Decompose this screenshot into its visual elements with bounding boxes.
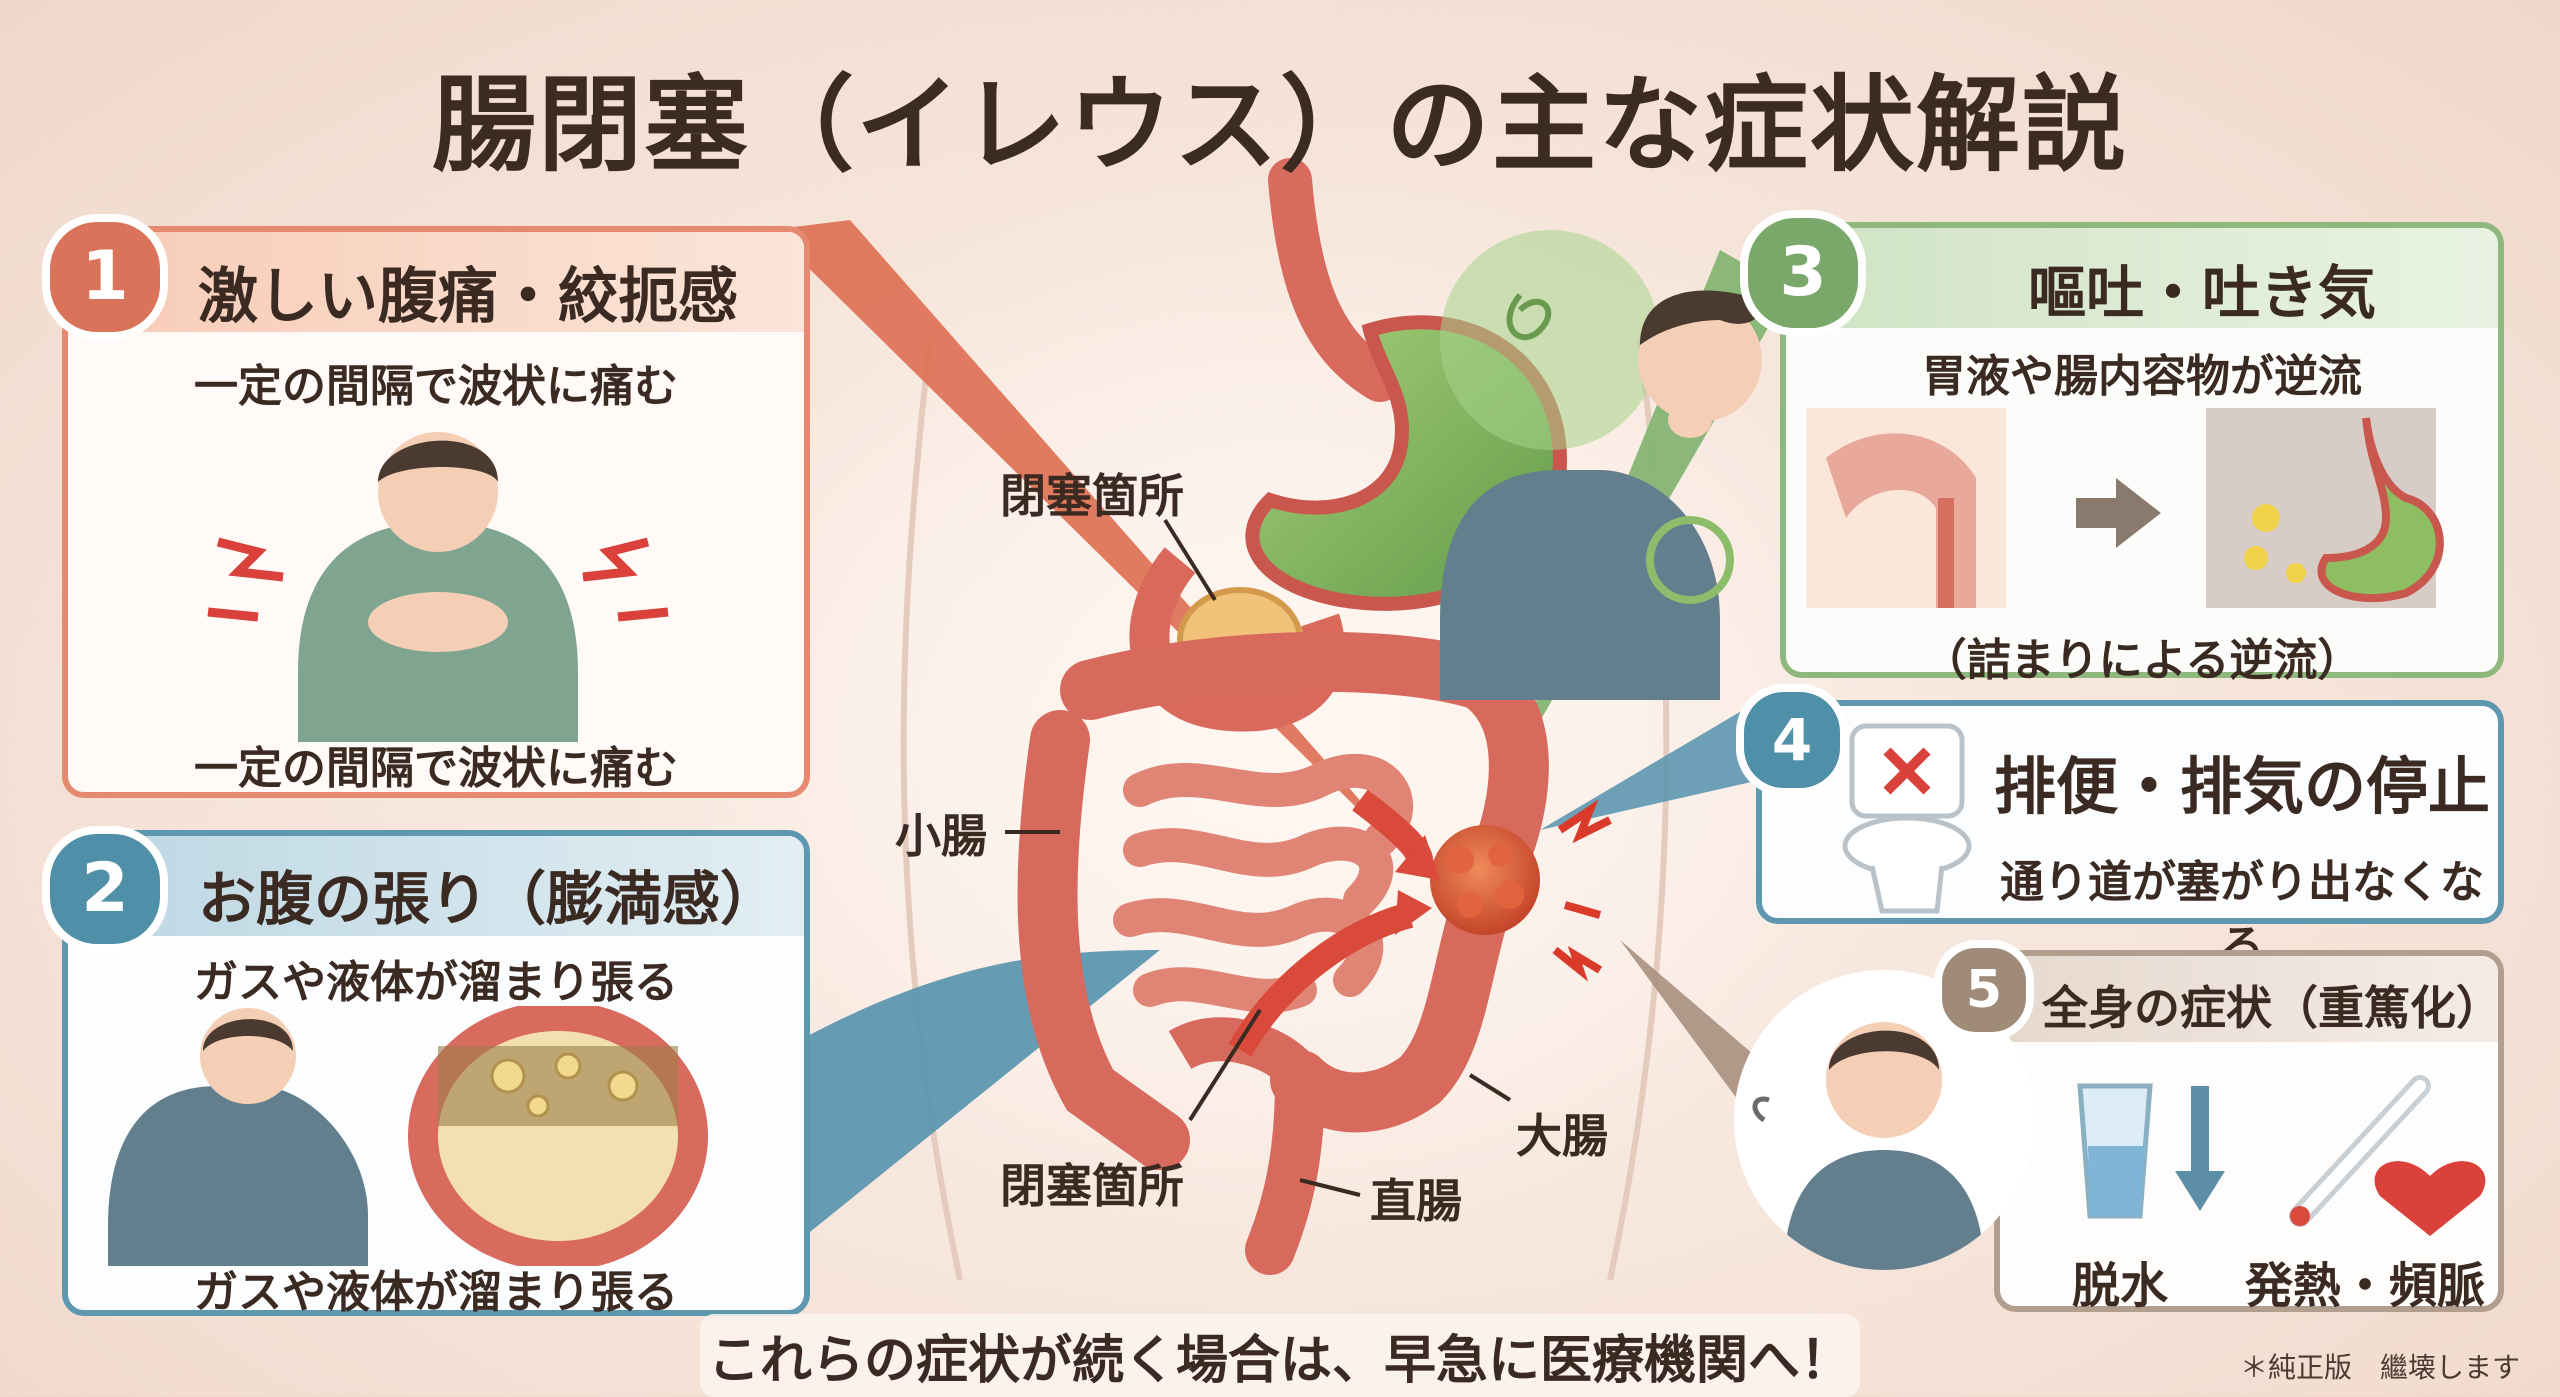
symptom-card-1-header-band — [68, 232, 804, 332]
symptom-5-number-badge: 5 — [1934, 940, 2034, 1040]
symptom-2-number-badge: 2 — [42, 826, 168, 952]
symptom-card-5-header-band — [2000, 956, 2498, 1042]
symptom-4-heading: 排便・排気の停止 — [1993, 750, 2490, 823]
symptom-3-heading: 嘔吐・吐き気 — [2027, 259, 2376, 327]
symptom-1-number-badge: 1 — [42, 214, 168, 340]
symptom-card-3: 嘔吐・吐き気 胃液や腸内容物が逆流 （詰まりによる逆流） — [1780, 222, 2504, 686]
symptom-4-caption-bottom: 通り道が塞がり出なくなる — [2000, 857, 2484, 972]
symptom-5-heading: 全身の症状（重篤化） — [2042, 981, 2502, 1035]
symptom-card-4: 排便・排気の停止 通り道が塞がり出なくなる — [1756, 700, 2504, 972]
person-abdominal-pain — [207, 432, 669, 742]
symptom-4-number-badge: 4 — [1736, 684, 1848, 796]
label-obstruction-top: 閉塞箇所 — [1000, 469, 1184, 523]
symptom-3-caption-top: 胃液や腸内容物が逆流 — [1922, 351, 2362, 402]
symptom-card-1: 激しい腹痛・絞扼感 一定の間隔で波状に痛む 一定の間隔で波状に痛む — [62, 226, 810, 798]
label-large-intestine: 大腸 — [1516, 1109, 1608, 1163]
flow-arrow-bottom — [1228, 902, 1414, 1057]
footer-note: ＊純正版 繼壊します — [2240, 1351, 2521, 1384]
footer-warning: これらの症状が続く場合は、早急に医療機関へ！ — [700, 1314, 1860, 1397]
esophagus — [1268, 158, 1402, 402]
symptom-2-caption-bottom: ガスや液体が溜まり張る — [194, 1267, 678, 1318]
pointer-beam-5 — [1620, 940, 1760, 1130]
symptom-3-caption-bottom: （詰まりによる逆流） — [1922, 635, 2362, 686]
pointer-beam-4 — [1540, 700, 1760, 830]
symptom-card-3-header-band — [1786, 228, 2498, 328]
symptom-2-caption-top: ガスや液体が溜まり張る — [194, 957, 678, 1008]
person-fatigue-circle — [1734, 970, 2034, 1270]
symptom-1-heading: 激しい腹痛・絞扼感 — [198, 262, 738, 332]
symptom-card-5: 全身の症状（重篤化） 脱水 発熱・頻脈 — [1994, 950, 2504, 1314]
symptom-5-item-fever: 発熱・頻脈 — [2244, 1258, 2485, 1314]
label-rectum: 直腸 — [1370, 1174, 1462, 1228]
symptom-1-caption-bottom: 一定の間隔で波状に痛む — [194, 743, 678, 794]
symptom-3-number-badge: 3 — [1740, 210, 1866, 336]
symptom-2-heading: お腹の張り（膨満感） — [198, 865, 779, 933]
toilet-blocked-icon — [1842, 723, 1972, 914]
rectum — [1245, 1055, 1325, 1275]
systemic-icons — [2077, 1075, 2486, 1236]
symptom-1-caption-top: 一定の間隔で波状に痛む — [194, 361, 678, 412]
page-title: 腸閉塞（イレウス）の主な症状解説 — [431, 64, 2128, 186]
symptom-card-2-header-band — [68, 836, 804, 936]
person-fatigue — [1752, 1022, 1984, 1270]
label-obstruction-bottom: 閉塞箇所 — [1000, 1159, 1184, 1213]
reflux-illustration — [1806, 408, 2444, 608]
bloating-illustration — [108, 1006, 708, 1266]
symptom-card-2: お腹の張り（膨満感） ガスや液体が溜まり張る ガスや液体が溜まり張る — [62, 830, 810, 1318]
person-nausea — [1440, 230, 1832, 700]
symptom-5-item-dehydration: 脱水 — [2071, 1258, 2168, 1314]
label-small-intestine: 小腸 — [895, 809, 987, 863]
obstruction-mass — [1430, 825, 1540, 935]
